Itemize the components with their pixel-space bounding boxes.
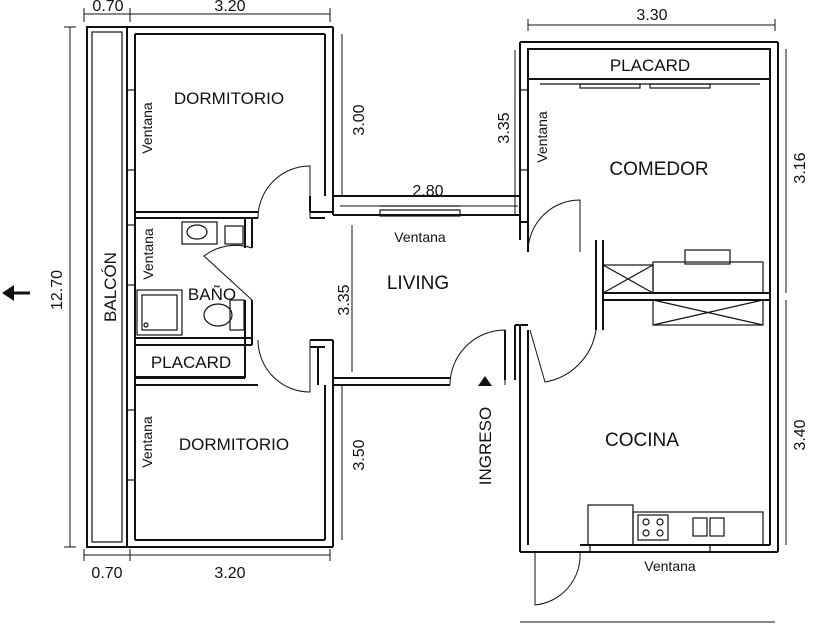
doors bbox=[203, 165, 597, 606]
door-swing bbox=[257, 165, 311, 219]
dimension-label: 0.70 bbox=[91, 565, 122, 582]
dimension-label: 12.70 bbox=[49, 270, 66, 310]
room-label-bano: BAÑO bbox=[188, 285, 236, 304]
shower-icon bbox=[136, 289, 183, 336]
window-label: Ventana bbox=[140, 228, 156, 280]
entrance-arrow-icon bbox=[478, 376, 492, 386]
room-label-placard-right: PLACARD bbox=[610, 56, 690, 75]
dimension-label: 3.30 bbox=[636, 7, 667, 24]
dimension-label: 3.20 bbox=[214, 0, 245, 15]
dimension-label: 3.40 bbox=[792, 419, 809, 450]
room-label-dormitorio-top: DORMITORIO bbox=[174, 89, 284, 108]
room-label-dormitorio-bottom: DORMITORIO bbox=[179, 435, 289, 454]
window-label: Ventana bbox=[139, 416, 155, 468]
door-swing bbox=[203, 244, 253, 301]
dimension-label: 3.35 bbox=[336, 284, 353, 315]
bathroom-fixtures bbox=[136, 221, 245, 336]
sink-icon bbox=[181, 221, 218, 245]
window-label: Ventana bbox=[139, 102, 155, 154]
dimension-label: 3.35 bbox=[496, 112, 513, 143]
room-label-living: LIVING bbox=[387, 273, 449, 294]
right-block-walls bbox=[515, 41, 779, 553]
door-swing bbox=[534, 551, 581, 606]
room-label-cocina: COCINA bbox=[605, 430, 679, 451]
living-walls bbox=[333, 195, 521, 386]
room-label-balcon: BALCÓN bbox=[101, 252, 120, 322]
dimension-label: 2.80 bbox=[412, 183, 443, 200]
dimension-label: 3.50 bbox=[351, 439, 368, 470]
door-swing bbox=[257, 339, 311, 393]
door-swing bbox=[527, 199, 581, 253]
exit-arrow-icon bbox=[2, 285, 30, 301]
window-label: Ventana bbox=[394, 229, 446, 245]
dimension-lines bbox=[64, 8, 787, 623]
door-swing bbox=[449, 329, 506, 386]
balcony-inner bbox=[91, 31, 123, 543]
entrance-label: INGRESO bbox=[476, 407, 495, 485]
window-label: Ventana bbox=[644, 558, 696, 574]
windows bbox=[126, 83, 711, 553]
room-label-placard-left: PLACARD bbox=[151, 353, 231, 372]
toilet-icon bbox=[229, 299, 245, 331]
window-label: Ventana bbox=[534, 111, 550, 163]
dimension-label: 0.70 bbox=[92, 0, 123, 15]
room-label-comedor: COMEDOR bbox=[609, 159, 708, 180]
dimension-label: 3.16 bbox=[792, 152, 809, 183]
door-swing bbox=[529, 329, 597, 383]
dimension-label: 3.20 bbox=[214, 565, 245, 582]
dimension-label: 3.00 bbox=[351, 104, 368, 135]
